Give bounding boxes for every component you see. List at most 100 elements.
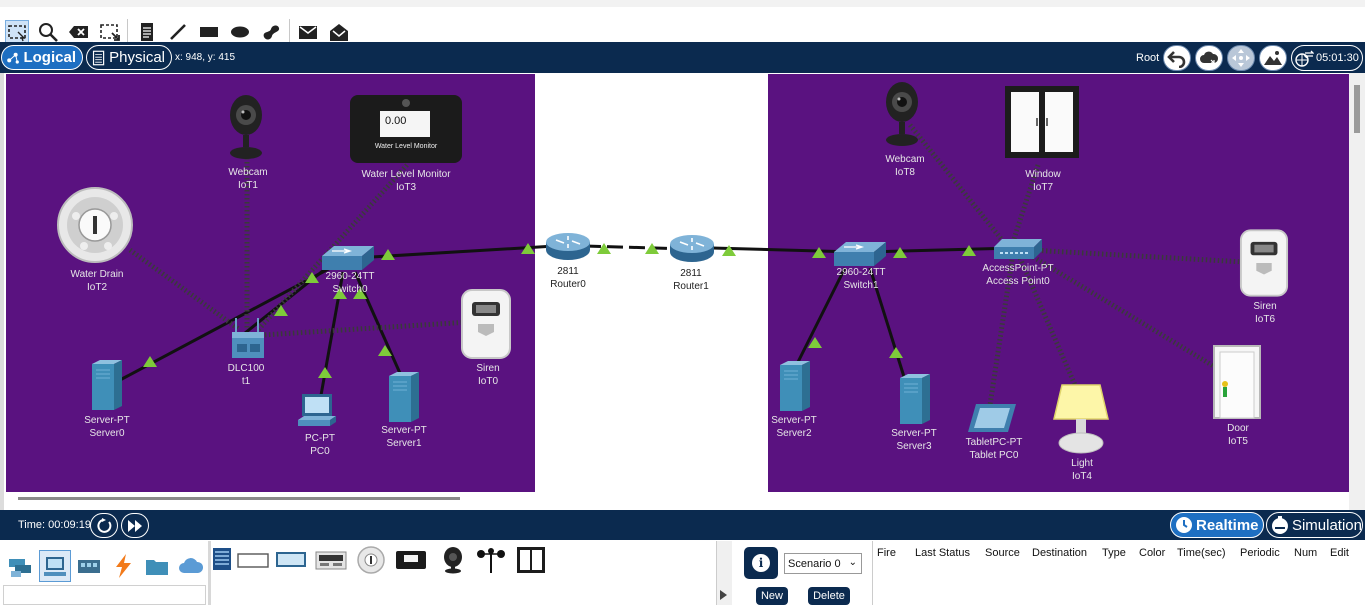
workspace-vertical-scrollbar-track[interactable] [1349,73,1365,510]
light-iot4-icon[interactable] [1052,383,1110,455]
clock-display[interactable]: 05:01:30 [1291,45,1363,71]
multiuser-icon[interactable] [177,552,205,580]
tab-logical[interactable]: Logical [1,45,83,70]
pdu-col-time: Time(sec) [1177,547,1226,559]
complex-pdu-icon[interactable] [327,20,351,44]
category-caption-box [3,585,206,605]
chevron-down-icon: ⌄ [848,557,857,568]
scenario-info-button[interactable]: i [744,547,778,579]
clock-time: 05:01:30 [1316,52,1359,64]
server3-icon[interactable] [896,372,932,426]
siren-iot0-icon[interactable] [460,288,512,360]
webcam-iot1-icon[interactable] [226,91,270,163]
new-scenario-button[interactable]: New [756,587,788,605]
switch0-icon[interactable] [320,244,376,274]
simulation-mode-button[interactable]: Simulation [1266,512,1363,538]
move-layout-icon[interactable] [1227,45,1255,71]
realtime-mode-button[interactable]: Realtime [1170,512,1264,538]
siren-iot6-icon[interactable] [1239,228,1289,298]
freeform-icon[interactable] [259,20,283,44]
scroll-right-icon[interactable] [720,590,727,600]
tab-logical-label: Logical [23,49,76,66]
pdu-col-source: Source [985,547,1020,559]
access-point0-icon[interactable] [992,237,1044,261]
toolbar-divider [289,19,290,43]
pc0-icon[interactable] [296,392,340,430]
ellipse-icon[interactable] [228,20,252,44]
pdu-col-destination: Destination [1032,547,1088,559]
stopwatch-icon [1271,516,1288,534]
power-cycle-icon[interactable] [90,513,118,538]
network-devices-icon[interactable] [6,552,34,580]
router1-icon[interactable] [668,234,716,264]
inspect-icon[interactable] [36,20,60,44]
server0-icon[interactable] [88,358,124,412]
line-icon[interactable] [166,20,190,44]
server2-icon[interactable] [776,359,812,413]
connections-icon[interactable] [109,552,137,580]
server-rack-icon[interactable] [210,545,244,575]
toolbar-divider [127,19,128,43]
pdu-col-color: Color [1139,547,1166,559]
webcam-iot8-icon[interactable] [882,78,926,150]
end-devices-icon[interactable] [41,552,69,580]
scenario-select[interactable]: Scenario 0 ⌄ [784,553,862,574]
fast-forward-icon[interactable] [121,513,149,538]
laptop-device-icon[interactable] [274,545,308,575]
workspace-vertical-scrollbar[interactable] [1354,85,1360,133]
realtime-label: Realtime [1196,516,1259,534]
door-iot5-icon[interactable] [1212,344,1262,420]
delete-scenario-button[interactable]: Delete [808,587,850,605]
router0-icon[interactable] [544,232,592,262]
root-label: Root [1136,52,1160,64]
resize-icon[interactable] [98,20,122,44]
simple-pdu-icon[interactable] [296,20,320,44]
webcam-device-icon[interactable] [436,545,470,575]
blank-device-icon[interactable] [236,545,270,575]
dlc100-icon[interactable] [228,318,268,360]
wind-device-icon[interactable] [474,545,508,575]
water-drain-icon[interactable] [56,186,134,264]
physical-icon [92,50,105,65]
pdu-col-periodic: Periodic [1240,547,1280,559]
note-icon[interactable] [135,20,159,44]
window-iot7-icon[interactable] [1003,84,1081,160]
components-icon[interactable] [75,552,103,580]
miscellaneous-icon[interactable] [143,552,171,580]
water-level-monitor-icon[interactable] [348,93,464,165]
pdu-table-divider [872,541,873,605]
cluster-cloud-icon[interactable] [1195,45,1223,71]
select-icon[interactable] [5,20,29,44]
monitor-device-icon[interactable] [394,545,428,575]
tab-physical[interactable]: Physical [86,45,172,70]
rectangle-icon[interactable] [197,20,221,44]
simulation-label: Simulation [1291,516,1362,534]
device-list-scrollbar[interactable] [716,541,732,605]
server1-icon[interactable] [385,370,421,424]
delete-icon[interactable] [67,20,91,44]
pdu-col-edit: Edit [1330,547,1349,559]
switch1-icon[interactable] [832,240,888,270]
window-device-icon[interactable] [514,545,548,575]
workspace-horizontal-scrollbar[interactable] [18,497,460,500]
viewport-icon[interactable] [1259,45,1287,71]
tab-physical-label: Physical [109,49,165,66]
back-icon[interactable] [1163,45,1191,71]
pdu-col-last-status: Last Status [915,547,971,559]
water-drain-device-icon[interactable] [354,545,388,575]
tablet-pc0-icon[interactable] [966,402,1018,434]
sbc-device-icon[interactable] [314,545,348,575]
